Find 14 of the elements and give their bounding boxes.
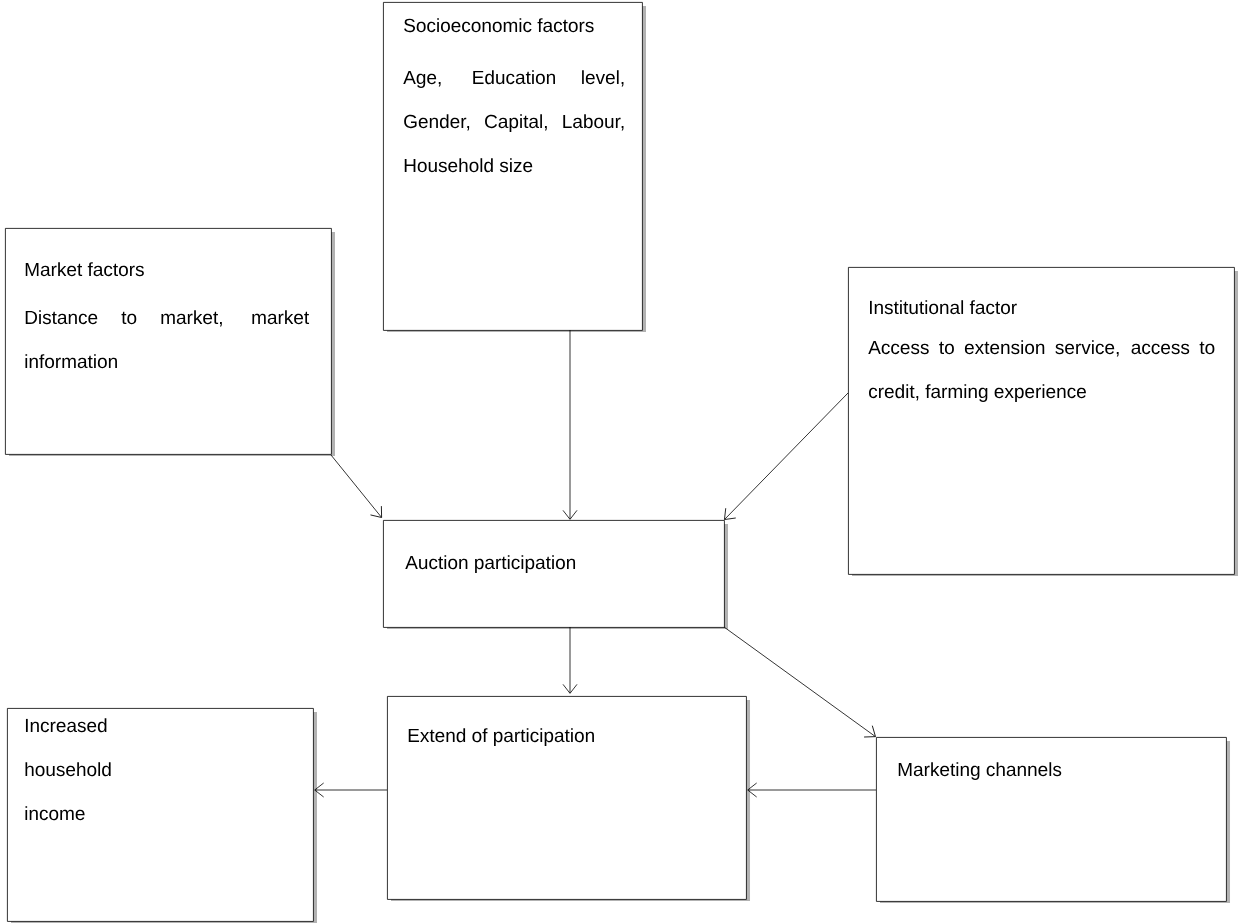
text-box: Socioeconomic factors Age, Education level, Gender, Capital, Labour, Household size bbox=[383, 2, 646, 332]
arrow bbox=[330, 454, 382, 518]
text-box: Marketing channels bbox=[876, 737, 1230, 903]
arrow bbox=[723, 626, 876, 738]
text-box: Extend of participation bbox=[387, 696, 750, 901]
text-box: Increased household income bbox=[7, 708, 317, 923]
arrow bbox=[314, 782, 388, 798]
text-box: Institutional factor Access to extension service, access to credit, farming experience bbox=[848, 267, 1238, 576]
arrow bbox=[724, 392, 849, 520]
arrow bbox=[562, 626, 578, 694]
text-box: Auction participation bbox=[383, 520, 728, 629]
text-box: Market factors Distance to market, market information bbox=[5, 228, 335, 456]
arrow bbox=[562, 329, 578, 520]
arrow bbox=[747, 782, 877, 798]
